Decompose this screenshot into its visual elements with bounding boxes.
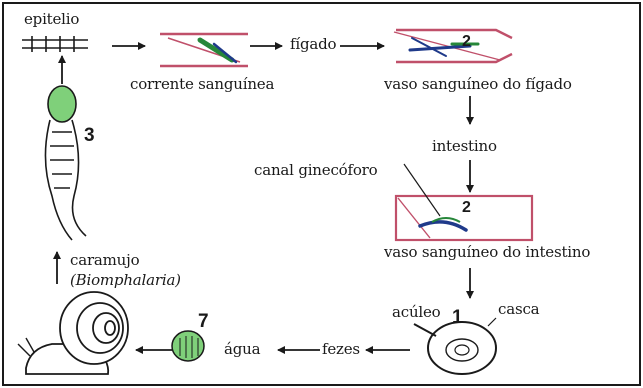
label-intestino: intestino bbox=[432, 137, 497, 155]
label-vaso-figado: vaso sanguíneo do fígado bbox=[384, 75, 572, 93]
epithelium-skin bbox=[22, 36, 88, 52]
label-figado: fígado bbox=[290, 35, 337, 53]
label-epitelio: epitelio bbox=[24, 10, 80, 28]
canal-pointer-line bbox=[403, 163, 441, 217]
label-casca: casca bbox=[498, 300, 540, 318]
schistosome-egg bbox=[413, 317, 497, 375]
label-genus: (Biomphalaria) bbox=[70, 271, 181, 289]
blood-vessel-liver bbox=[393, 28, 513, 64]
label-canal: canal ginecóforo bbox=[254, 161, 378, 179]
blood-vessel-corrente bbox=[160, 32, 248, 68]
label-corrente: corrente sanguínea bbox=[130, 75, 275, 93]
stage-number-1: 1 bbox=[452, 307, 463, 328]
miracidium bbox=[171, 330, 205, 362]
stage-number-7: 7 bbox=[198, 311, 209, 332]
label-vaso-intestino: vaso sanguíneo do intestino bbox=[384, 243, 591, 261]
label-agua: água bbox=[224, 340, 261, 358]
snail-caramujo bbox=[17, 291, 129, 375]
label-aculeo: acúleo bbox=[392, 303, 441, 321]
stage-number-3: 3 bbox=[84, 125, 95, 146]
label-caramujo: caramujo bbox=[70, 251, 140, 269]
stage-number-2-liver: 2 bbox=[462, 33, 471, 50]
stage-number-2-intestine: 2 bbox=[462, 199, 471, 216]
label-fezes: fezes bbox=[322, 340, 360, 358]
cercariae bbox=[44, 85, 87, 241]
blood-vessel-intestine bbox=[394, 163, 534, 242]
